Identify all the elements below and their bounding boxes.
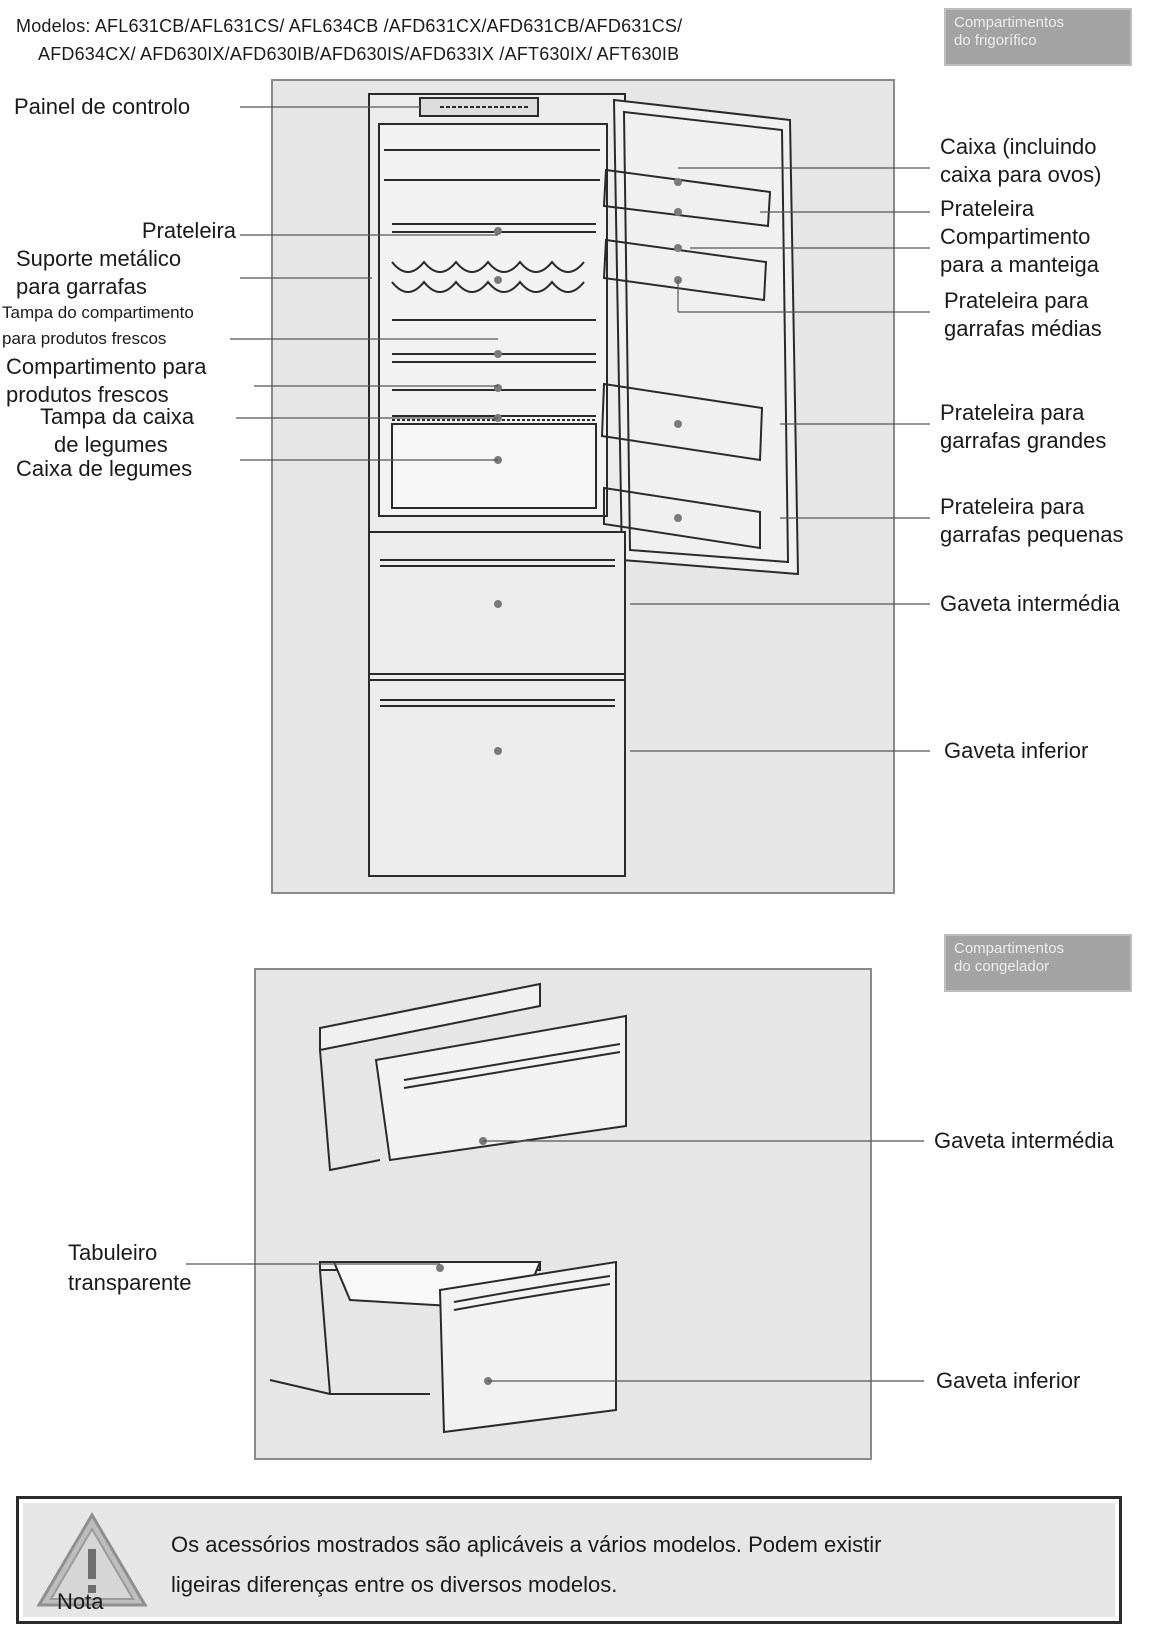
bottom-drawer <box>368 679 626 877</box>
note-line-1: Os acessórios mostrados são aplicáveis a… <box>171 1532 882 1557</box>
label-freezer-middle-drawer: Gaveta intermédia <box>934 1128 1114 1153</box>
note-background: Nota Os acessórios mostrados são aplicáv… <box>23 1503 1115 1617</box>
label-bottle-rack-1: Suporte metálico <box>16 246 182 271</box>
label-fresh-lid-2: para produtos frescos <box>2 329 167 348</box>
label-control-panel: Painel de controlo <box>14 94 191 119</box>
fridge-compartments-badge: Compartimentos do frigorífico <box>944 8 1132 66</box>
label-butter-1: Compartimento <box>940 224 1091 249</box>
label-veg-lid-1: Tampa da caixa <box>40 404 195 429</box>
freezer-middle-drawer <box>374 1014 627 1162</box>
label-shelf-right: Prateleira <box>940 196 1035 221</box>
freezer-compartments-badge: Compartimentos do congelador <box>944 934 1132 992</box>
label-veg-box: Caixa de legumes <box>16 456 193 481</box>
warning-icon <box>36 1512 148 1607</box>
badge-line-2: do frigorífico <box>954 32 1037 49</box>
label-middle-drawer: Gaveta intermédia <box>940 591 1120 616</box>
models-line-2: AFD634CX/ AFD630IX/AFD630IB/AFD630IS/AFD… <box>38 44 680 64</box>
label-small-bottles-2: garrafas pequenas <box>940 522 1124 547</box>
label-medium-bottles-2: garrafas médias <box>944 316 1102 341</box>
note-label: Nota <box>57 1589 104 1614</box>
bottle-rack <box>391 260 585 273</box>
label-fresh-lid-1: Tampa do compartimento <box>2 303 194 322</box>
note-text: Os acessórios mostrados são aplicáveis a… <box>171 1525 1101 1605</box>
label-box-2: caixa para ovos) <box>940 162 1102 187</box>
label-small-bottles-1: Prateleira para <box>940 494 1085 519</box>
label-box-1: Caixa (incluindo <box>940 134 1097 159</box>
label-bottom-drawer: Gaveta inferior <box>944 738 1089 763</box>
models-list: Modelos: AFL631CB/AFL631CS/ AFL634CB /AF… <box>16 12 916 68</box>
label-bottle-rack-2: para garrafas <box>16 274 147 299</box>
label-tray-2: transparente <box>68 1270 192 1295</box>
label-fresh-comp-2: produtos frescos <box>6 382 169 407</box>
label-medium-bottles-1: Prateleira para <box>944 288 1089 313</box>
fridge-door <box>612 98 800 576</box>
badge-line-1: Compartimentos <box>954 14 1065 31</box>
label-butter-2: para a manteiga <box>940 252 1099 277</box>
vegetable-box <box>391 423 597 509</box>
label-shelf-left: Prateleira <box>141 218 236 243</box>
badge-line-1: Compartimentos <box>954 940 1065 957</box>
label-veg-lid-2: de legumes <box>54 432 168 457</box>
freezer-middle-frame <box>319 982 541 1052</box>
label-large-bottles-1: Prateleira para <box>940 400 1085 425</box>
badge-line-2: do congelador <box>954 958 1050 975</box>
label-freezer-lower-drawer: Gaveta inferior <box>936 1368 1081 1393</box>
label-fresh-comp-1: Compartimento para <box>6 354 207 379</box>
label-large-bottles-2: garrafas grandes <box>940 428 1107 453</box>
models-line-1: Modelos: AFL631CB/AFL631CS/ AFL634CB /AF… <box>16 16 683 36</box>
note-line-2: ligeiras diferenças entre os diversos mo… <box>171 1572 618 1597</box>
label-tray-1: Tabuleiro <box>68 1240 158 1265</box>
note-box: Nota Os acessórios mostrados são aplicáv… <box>16 1496 1122 1624</box>
